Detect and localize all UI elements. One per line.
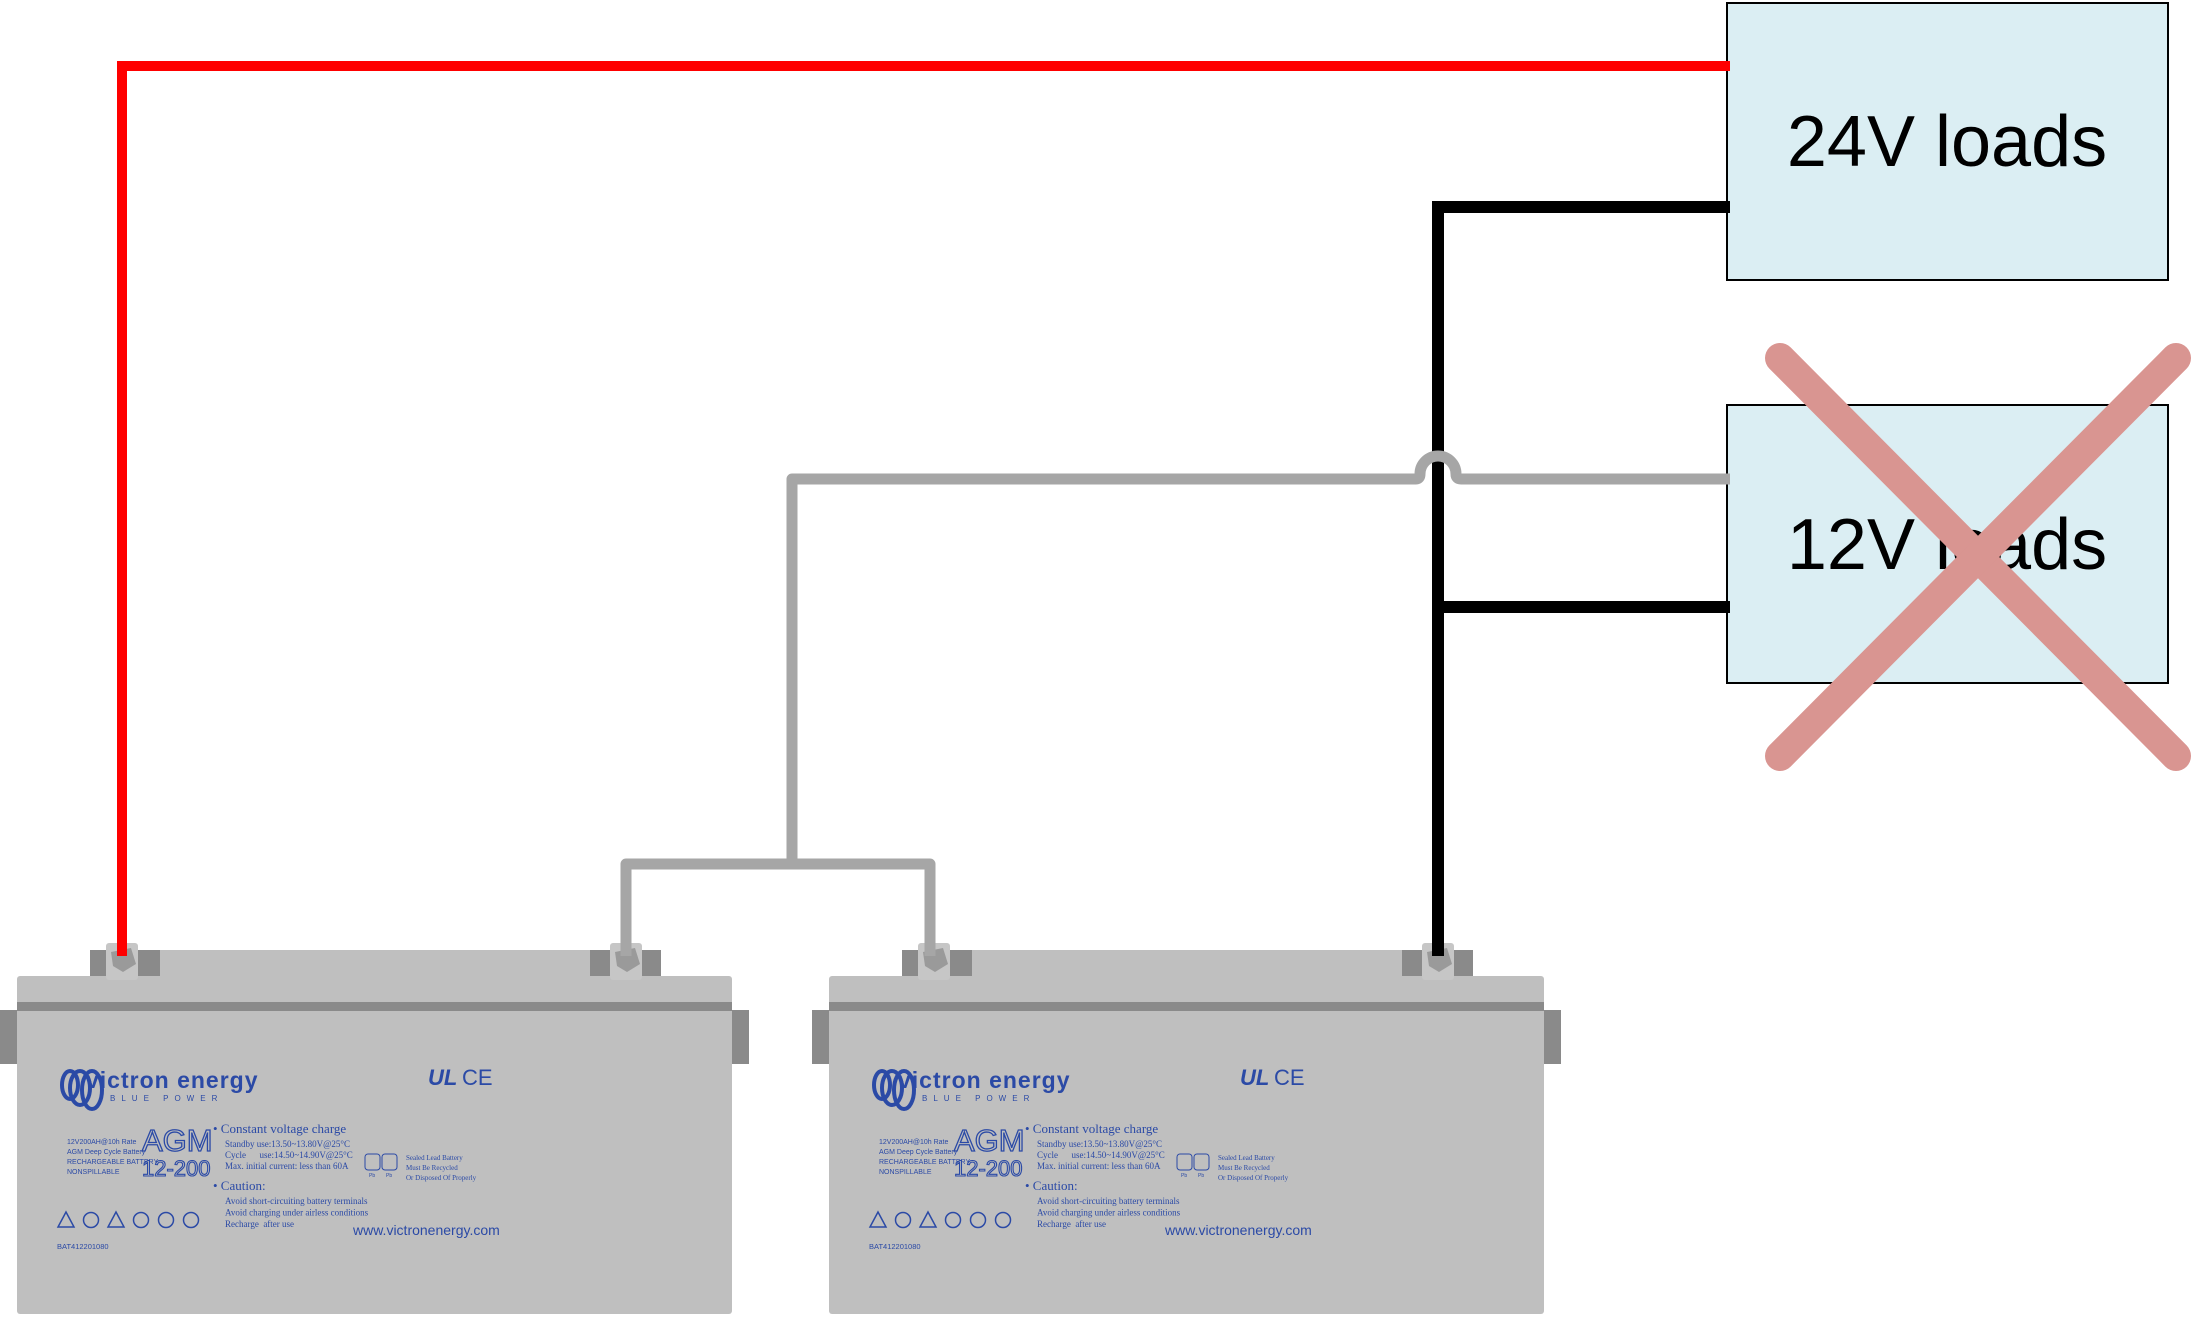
no-fire-icon xyxy=(132,1211,150,1229)
spec-line: NONSPILLABLE xyxy=(67,1169,120,1176)
load-24v-label: 24V loads xyxy=(1787,102,2107,182)
recycle-line: Sealed Lead Battery xyxy=(406,1154,463,1162)
recycle-icon: Pb xyxy=(364,1153,381,1179)
spec-line: RECHARGEABLE BATTERY xyxy=(67,1159,158,1166)
charge-line: Max. initial current: less than 60A xyxy=(225,1161,349,1171)
caution-line: Recharge after use xyxy=(225,1219,294,1229)
manual-icon xyxy=(82,1211,100,1229)
brand-tagline: BLUE POWER xyxy=(110,1094,223,1103)
acid-warning-icon xyxy=(106,1210,126,1228)
brand-name: victron energy xyxy=(898,1067,1071,1093)
spec-line: RECHARGEABLE BATTERY xyxy=(879,1159,970,1166)
battery-body xyxy=(17,976,732,1314)
charge-line: Standby use:13.50~13.80V@25°C xyxy=(225,1139,350,1149)
spec-line: 12V200AH@10h Rate xyxy=(67,1139,136,1146)
recycle-line: Or Disposed Of Properly xyxy=(1218,1174,1289,1182)
battery-handle-right xyxy=(730,1010,749,1064)
caution-heading: • Caution: xyxy=(1025,1178,1078,1193)
keep-children-away-icon xyxy=(994,1211,1012,1229)
spec-line: AGM Deep Cycle Battery xyxy=(879,1149,958,1156)
caution-line: Avoid charging under airless conditions xyxy=(1037,1208,1181,1218)
eye-protection-icon xyxy=(157,1211,175,1229)
warning-icon xyxy=(868,1210,888,1228)
battery-handle-left xyxy=(0,1010,19,1064)
svg-text:Pb: Pb xyxy=(369,1173,375,1179)
recycle-line: Or Disposed Of Properly xyxy=(406,1174,477,1182)
recycle-icon: Pb xyxy=(1176,1153,1193,1179)
brand-name: victron energy xyxy=(86,1067,259,1093)
eye-protection-icon xyxy=(969,1211,987,1229)
victron-logo-icon xyxy=(60,1069,104,1111)
recycle-bin-icon: Pb xyxy=(1193,1153,1210,1179)
charge-line: Cycle use:14.50~14.90V@25°C xyxy=(225,1150,353,1160)
positive-wire xyxy=(117,61,1730,956)
battery-handle-left xyxy=(812,1010,831,1064)
series-link-wire xyxy=(620,450,1730,956)
warning-icon xyxy=(56,1210,76,1228)
ul-cert-icon: UL xyxy=(428,1065,457,1090)
charge-line: Standby use:13.50~13.80V@25°C xyxy=(1037,1139,1162,1149)
charge-heading: • Constant voltage charge xyxy=(213,1121,346,1136)
svg-text:Pb: Pb xyxy=(1198,1173,1204,1179)
acid-warning-icon xyxy=(918,1210,938,1228)
spec-line: 12V200AH@10h Rate xyxy=(879,1139,948,1146)
brand-tagline: BLUE POWER xyxy=(922,1094,1035,1103)
charge-heading: • Constant voltage charge xyxy=(1025,1121,1158,1136)
battery-lid xyxy=(902,950,1473,980)
charge-line: Max. initial current: less than 60A xyxy=(1037,1161,1161,1171)
battery-model: 12-200 xyxy=(954,1156,1023,1181)
battery-lid xyxy=(90,950,661,980)
ul-cert-icon: UL xyxy=(1240,1065,1269,1090)
victron-logo-icon xyxy=(872,1069,916,1111)
battery-model: 12-200 xyxy=(142,1156,211,1181)
charge-line: Cycle use:14.50~14.90V@25°C xyxy=(1037,1150,1165,1160)
svg-text:Pb: Pb xyxy=(386,1173,392,1179)
no-fire-icon xyxy=(944,1211,962,1229)
keep-children-away-icon xyxy=(182,1211,200,1229)
caution-line: Recharge after use xyxy=(1037,1219,1106,1229)
load-24v-box: 24V loads xyxy=(1726,2,2169,281)
caution-heading: • Caution: xyxy=(213,1178,266,1193)
part-number: BAT412201080 xyxy=(57,1242,109,1251)
recycle-line: Must Be Recycled xyxy=(1218,1164,1270,1172)
caution-line: Avoid short-circuiting battery terminals xyxy=(225,1196,368,1206)
negative-wire xyxy=(1432,201,1730,956)
ce-cert-icon: CE xyxy=(1274,1065,1305,1090)
part-number: BAT412201080 xyxy=(869,1242,921,1251)
spec-line: AGM Deep Cycle Battery xyxy=(67,1149,146,1156)
recycle-line: Sealed Lead Battery xyxy=(1218,1154,1275,1162)
cross-out-icon xyxy=(1765,343,2191,771)
spec-line: NONSPILLABLE xyxy=(879,1169,932,1176)
website: www.victronenergy.com xyxy=(352,1222,500,1238)
website: www.victronenergy.com xyxy=(1164,1222,1312,1238)
battery-type: AGM xyxy=(142,1123,213,1158)
recycle-line: Must Be Recycled xyxy=(406,1164,458,1172)
manual-icon xyxy=(894,1211,912,1229)
recycle-bin-icon: Pb xyxy=(381,1153,398,1179)
battery-body xyxy=(829,976,1544,1314)
battery-handle-right xyxy=(1542,1010,1561,1064)
ce-cert-icon: CE xyxy=(462,1065,493,1090)
caution-line: Avoid short-circuiting battery terminals xyxy=(1037,1196,1180,1206)
svg-text:Pb: Pb xyxy=(1181,1173,1187,1179)
battery-type: AGM xyxy=(954,1123,1025,1158)
caution-line: Avoid charging under airless conditions xyxy=(225,1208,369,1218)
